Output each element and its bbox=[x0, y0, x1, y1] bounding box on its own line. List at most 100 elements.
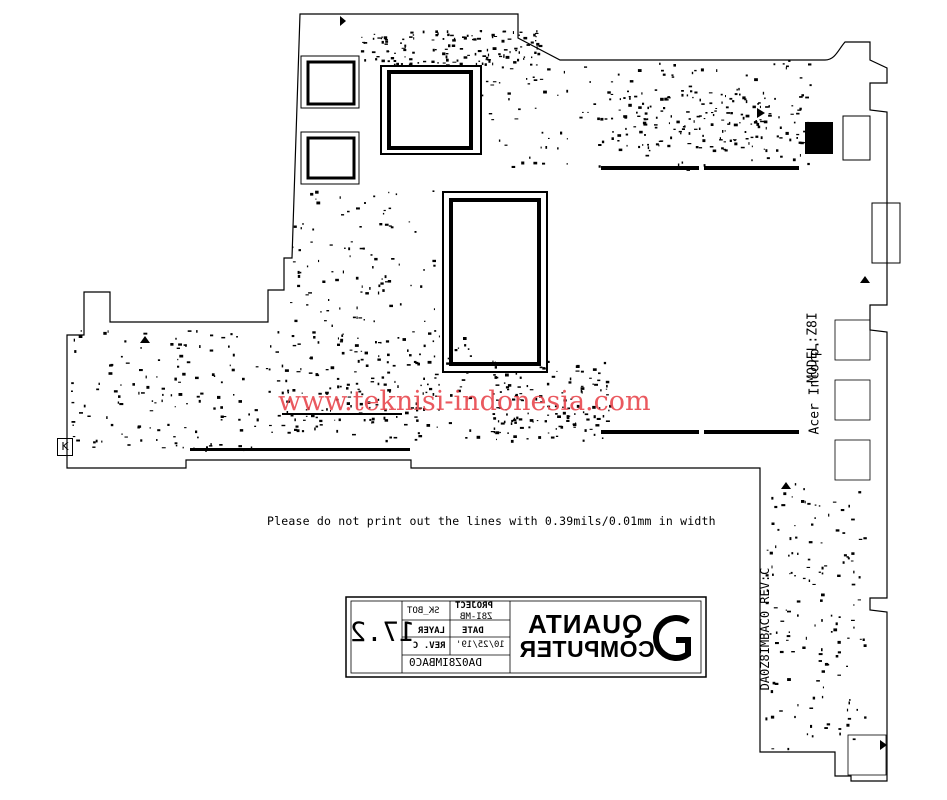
component-dot bbox=[359, 402, 363, 406]
component-dot bbox=[708, 92, 713, 94]
component-dot bbox=[412, 331, 415, 333]
component-dot bbox=[806, 121, 810, 125]
component-dot bbox=[796, 112, 800, 115]
corner-k-mark: K bbox=[57, 438, 73, 456]
component-dot bbox=[824, 565, 828, 567]
component-dot bbox=[696, 115, 701, 118]
component-dot bbox=[779, 650, 784, 654]
component-dot bbox=[329, 244, 333, 246]
component-dot bbox=[178, 343, 182, 346]
component-dot bbox=[387, 353, 390, 357]
component-dot bbox=[493, 374, 496, 376]
component-dot bbox=[745, 114, 750, 118]
component-dot bbox=[228, 345, 230, 348]
component-dot bbox=[402, 38, 405, 41]
component-dot bbox=[410, 284, 412, 287]
component-dot bbox=[363, 319, 365, 321]
component-dot bbox=[305, 409, 308, 411]
component-dot bbox=[543, 90, 547, 94]
component-dot bbox=[688, 132, 691, 135]
component-dot bbox=[478, 60, 481, 62]
component-dot bbox=[200, 392, 204, 395]
component-dot bbox=[510, 422, 513, 425]
component-dot bbox=[796, 133, 800, 136]
watermark-text: www.teknisi-indonesia.com bbox=[278, 386, 651, 417]
component-dot bbox=[801, 500, 805, 503]
component-dot bbox=[826, 723, 831, 726]
component-dot bbox=[316, 201, 321, 205]
component-dot bbox=[809, 707, 814, 709]
component-dot bbox=[364, 42, 368, 44]
component-dot bbox=[310, 356, 313, 360]
component-dot bbox=[341, 334, 343, 337]
component-dot bbox=[764, 97, 766, 100]
component-dot bbox=[589, 81, 591, 83]
component-dot bbox=[582, 111, 584, 113]
component-dot bbox=[807, 502, 811, 505]
component-dot bbox=[794, 575, 796, 577]
component-dot bbox=[554, 405, 557, 408]
component-dot bbox=[496, 407, 500, 409]
component-dot bbox=[760, 136, 763, 140]
component-dot bbox=[383, 416, 386, 420]
component-dot bbox=[314, 427, 316, 431]
component-dot bbox=[453, 37, 456, 41]
component-dot bbox=[108, 372, 113, 375]
component-dot bbox=[790, 571, 793, 574]
component-dot bbox=[821, 593, 825, 597]
component-dot bbox=[799, 77, 803, 79]
component-dot bbox=[344, 247, 346, 249]
component-dot bbox=[281, 391, 284, 395]
component-dot bbox=[598, 372, 601, 375]
component-dot bbox=[647, 146, 650, 150]
component-dot bbox=[786, 639, 789, 641]
component-dot bbox=[740, 113, 744, 116]
component-dot bbox=[566, 415, 569, 418]
component-dot bbox=[296, 371, 301, 373]
component-dot bbox=[220, 415, 224, 418]
component-dot bbox=[357, 337, 359, 339]
component-dot bbox=[312, 331, 316, 334]
component-dot bbox=[642, 121, 647, 125]
component-dot bbox=[688, 85, 693, 88]
component-dot bbox=[298, 249, 301, 252]
component-dot bbox=[161, 447, 166, 449]
component-dot bbox=[387, 280, 392, 283]
component-dot bbox=[184, 427, 187, 429]
component-dot bbox=[534, 362, 536, 365]
component-dot bbox=[744, 98, 747, 101]
component-dot bbox=[432, 259, 436, 263]
component-dot bbox=[394, 52, 396, 54]
component-dot bbox=[753, 121, 758, 124]
component-dot bbox=[512, 31, 514, 34]
component-dot bbox=[803, 130, 806, 133]
component-dot bbox=[347, 396, 352, 398]
component-dot bbox=[756, 122, 760, 126]
component-dot bbox=[670, 115, 672, 118]
component-dot bbox=[167, 423, 170, 426]
component-dot bbox=[350, 405, 352, 408]
component-dot bbox=[494, 376, 498, 379]
component-dot bbox=[838, 728, 842, 730]
strip-6 bbox=[282, 413, 402, 415]
component-dot bbox=[810, 724, 813, 728]
component-dot bbox=[250, 446, 253, 449]
component-dot bbox=[533, 161, 538, 165]
component-dot bbox=[176, 347, 180, 349]
component-dot bbox=[418, 435, 423, 438]
component-dot bbox=[487, 53, 490, 57]
component-dot bbox=[491, 33, 495, 37]
component-dot bbox=[248, 413, 250, 416]
component-dot bbox=[667, 144, 671, 148]
component-dot bbox=[384, 39, 388, 41]
component-dot bbox=[170, 343, 174, 346]
component-dot bbox=[814, 504, 817, 506]
component-dot bbox=[830, 614, 833, 617]
component-dot bbox=[335, 398, 339, 401]
component-dot bbox=[423, 344, 426, 348]
component-dot bbox=[818, 505, 821, 507]
component-dot bbox=[367, 401, 371, 404]
component-dot bbox=[779, 710, 783, 712]
component-dot bbox=[775, 545, 777, 549]
component-dot bbox=[807, 558, 811, 561]
